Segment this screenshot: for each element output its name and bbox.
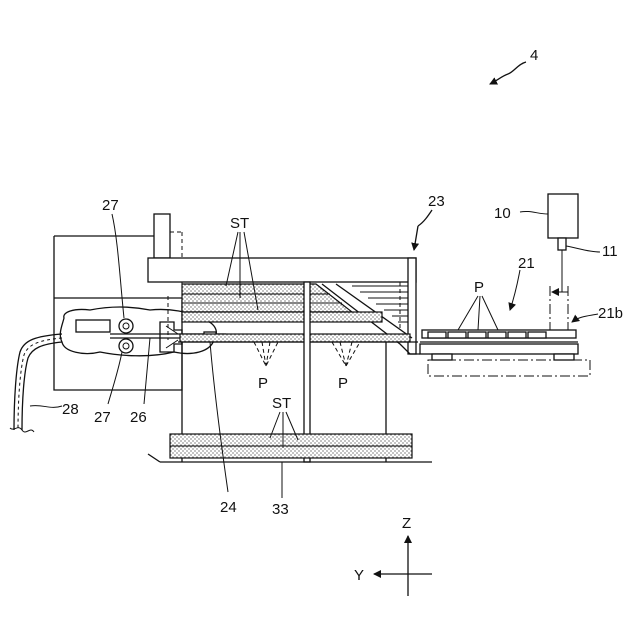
stage-leader (510, 270, 520, 310)
camera-leader (520, 211, 548, 214)
camera-body (548, 194, 578, 238)
axis-label-z: Z (402, 515, 411, 532)
leader-rod (144, 338, 150, 404)
edge-ref-leader (572, 314, 598, 322)
label-stage-edge: 21b (598, 305, 623, 322)
label-stack-lower: ST (272, 395, 291, 412)
label-stage: 21 (518, 255, 535, 272)
label-camera: 10 (494, 205, 511, 222)
label-parts-right: P (338, 375, 348, 392)
housing-upright (154, 214, 170, 258)
label-roller-bottom: 27 (94, 409, 111, 426)
cable-inner (22, 342, 62, 430)
figure-number-arrow (490, 62, 526, 84)
cable-outer (14, 334, 62, 430)
label-device: 4 (530, 47, 538, 64)
label-roller-top: 27 (102, 197, 119, 214)
lens-leader (566, 246, 600, 252)
arm-label-leader (418, 210, 432, 226)
figure-number-group: 4 (490, 47, 538, 84)
roller-top (119, 319, 133, 333)
label-parts-left: P (258, 375, 268, 392)
leader-holder (210, 342, 228, 492)
stage-base (420, 344, 578, 354)
cable: 28 (10, 334, 79, 432)
stage: P 21 (420, 255, 590, 376)
leader-roller-top (112, 214, 124, 318)
stage-foot-right (554, 354, 574, 360)
top-beam (148, 258, 416, 282)
tray-lip (148, 454, 160, 462)
rod-end-bracket (160, 322, 182, 352)
parts-left-outline (254, 342, 278, 366)
stage-foot-left (432, 354, 452, 360)
label-rod: 26 (130, 409, 147, 426)
base-tray: ST 33 (148, 395, 432, 518)
stage-phantom (428, 360, 590, 376)
camera: 10 11 (494, 194, 618, 292)
motor-block (76, 320, 110, 332)
label-stack-upper: ST (230, 215, 249, 232)
cable-leader (30, 406, 62, 408)
bracket-hatch (166, 326, 178, 348)
label-holder: 24 (220, 499, 237, 516)
stage-edge-ref: 21b (550, 286, 623, 330)
label-lens: 11 (602, 243, 618, 260)
label-cable: 28 (62, 401, 79, 418)
parts-right-outline (332, 342, 360, 366)
roller-bottom (119, 339, 133, 353)
bed-strip (180, 334, 410, 342)
cable-core (18, 338, 62, 430)
camera-lens (558, 238, 566, 250)
label-parts-stage: P (474, 279, 484, 296)
label-base-tray: 33 (272, 501, 289, 518)
stack-upper-bottom (182, 312, 382, 322)
arm-label-arrow (414, 226, 418, 250)
stage-parts-leaders (458, 296, 498, 330)
axis-label-y: Y (354, 567, 364, 584)
leader-roller-bottom (108, 352, 122, 404)
coordinate-axes: Z Y (354, 515, 432, 596)
label-arm-unit: 23 (428, 193, 445, 210)
arm-unit: 23 (148, 193, 445, 354)
left-housing (54, 214, 182, 390)
